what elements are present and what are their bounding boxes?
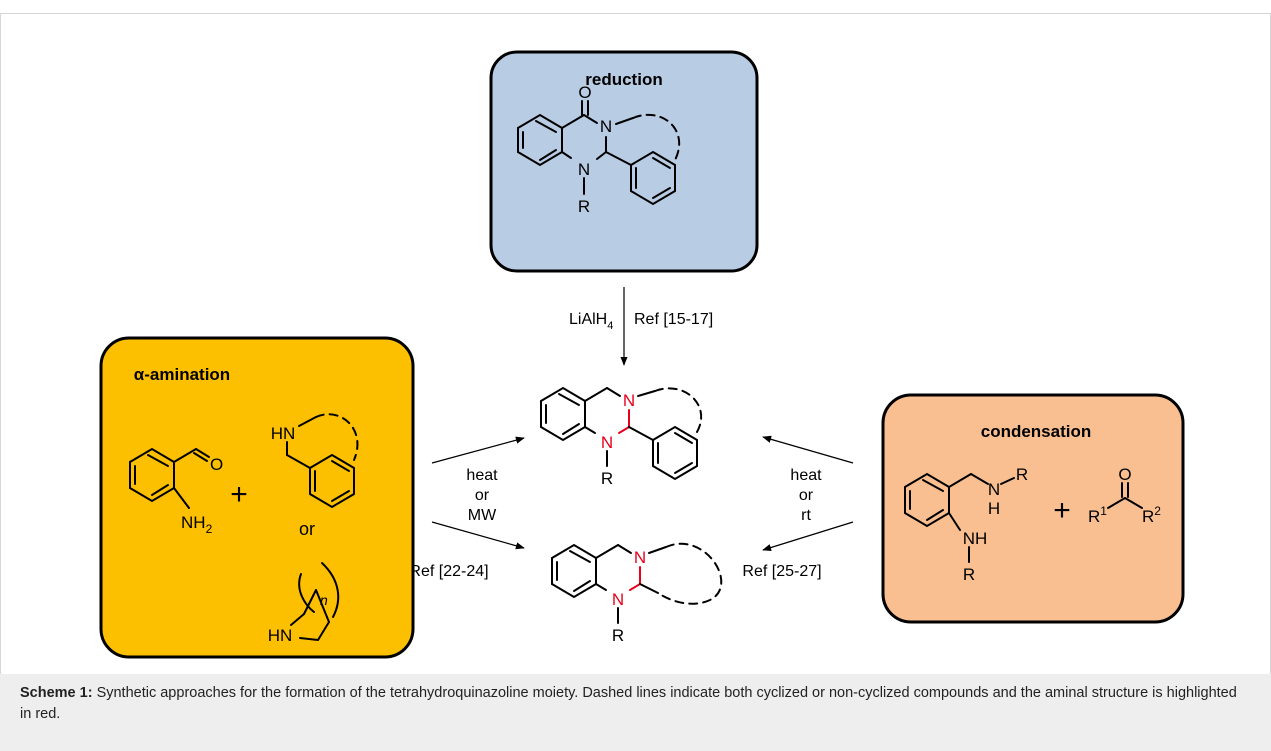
reagent-label: LiAlH4 bbox=[569, 311, 613, 332]
diamine-atoms: N H R NH R bbox=[963, 465, 1028, 584]
condensation-title: condensation bbox=[981, 422, 1092, 441]
atom-r2: R2 bbox=[1142, 504, 1161, 526]
caption-text: Synthetic approaches for the formation o… bbox=[20, 685, 1237, 722]
condition-mw: MW bbox=[468, 507, 497, 524]
aminal-n: N bbox=[612, 590, 624, 609]
atom-hn: HN bbox=[268, 626, 293, 645]
reduction-atoms: O N N R bbox=[578, 83, 612, 216]
atom-n: N bbox=[988, 480, 1000, 499]
aminal-n: N bbox=[601, 433, 613, 452]
or-label: or bbox=[299, 519, 315, 539]
reduction-structure bbox=[517, 100, 681, 206]
atom-n: N bbox=[578, 160, 590, 179]
condition-heat: heat bbox=[466, 467, 498, 484]
ref-right-label: Ref [25-27] bbox=[742, 563, 821, 580]
ref-left-label: Ref [22-24] bbox=[409, 563, 488, 580]
atom-r: R bbox=[612, 626, 624, 645]
plus-sign: + bbox=[1053, 494, 1071, 527]
left-conditions: heat or MW Ref [22-24] bbox=[409, 467, 498, 580]
product-generic bbox=[551, 542, 723, 624]
atom-o: O bbox=[210, 455, 223, 474]
right-arrow-upper bbox=[762, 435, 854, 464]
cyclic-amine-structure bbox=[290, 562, 340, 641]
carbonyl-structure bbox=[1107, 482, 1143, 509]
condition-or: or bbox=[799, 487, 814, 504]
product-cyclized-atoms: N N R bbox=[601, 391, 635, 488]
amination-box bbox=[99, 336, 415, 659]
left-arrow-upper bbox=[431, 436, 525, 464]
atom-r: R bbox=[578, 197, 590, 216]
reduction-panel: reduction bbox=[489, 50, 759, 273]
product-cyclized bbox=[540, 386, 703, 481]
atom-h: H bbox=[988, 499, 1000, 518]
atom-r: R bbox=[963, 565, 975, 584]
caption-label: Scheme 1: bbox=[20, 685, 93, 701]
atom-hn: HN bbox=[271, 424, 296, 443]
condition-heat: heat bbox=[790, 467, 822, 484]
atom-nh: NH bbox=[963, 529, 988, 548]
carbonyl-atoms: O R1 R2 bbox=[1088, 465, 1161, 526]
atom-nh2: NH2 bbox=[181, 513, 213, 536]
aminal-n: N bbox=[634, 548, 646, 567]
condensation-box bbox=[881, 393, 1185, 624]
atom-o: O bbox=[578, 83, 591, 102]
condition-rt: rt bbox=[801, 507, 811, 524]
plus-sign: + bbox=[230, 478, 248, 511]
atom-n: N bbox=[600, 117, 612, 136]
right-conditions: heat or rt Ref [25-27] bbox=[742, 467, 822, 580]
product-generic-atoms: N N R bbox=[612, 548, 646, 645]
diamine-structure bbox=[904, 472, 1015, 563]
aminobenzaldehyde-structure bbox=[129, 447, 210, 509]
right-arrow-lower bbox=[762, 521, 854, 552]
figure-caption: Scheme 1: Synthetic approaches for the f… bbox=[0, 674, 1271, 751]
condition-or: or bbox=[475, 487, 490, 504]
atom-o: O bbox=[1118, 465, 1131, 484]
left-arrow-lower bbox=[431, 521, 525, 550]
atom-r: R bbox=[601, 469, 613, 488]
aminal-n: N bbox=[623, 391, 635, 410]
amination-panel: α-amination O NH2 + HN or bbox=[99, 336, 415, 659]
reduction-title: reduction bbox=[585, 70, 662, 89]
atom-r: R bbox=[1016, 465, 1028, 484]
amination-title: α-amination bbox=[134, 365, 230, 384]
cyclic-amine-atoms: HN n bbox=[268, 592, 328, 645]
aminobenzaldehyde-atoms: O NH2 bbox=[181, 455, 223, 536]
ref-top-label: Ref [15-17] bbox=[634, 311, 713, 328]
ring-index-n: n bbox=[320, 592, 328, 608]
atom-r1: R1 bbox=[1088, 504, 1107, 526]
secondary-amine-structure bbox=[286, 413, 359, 509]
condensation-panel: condensation N H R NH R + O bbox=[881, 393, 1185, 624]
